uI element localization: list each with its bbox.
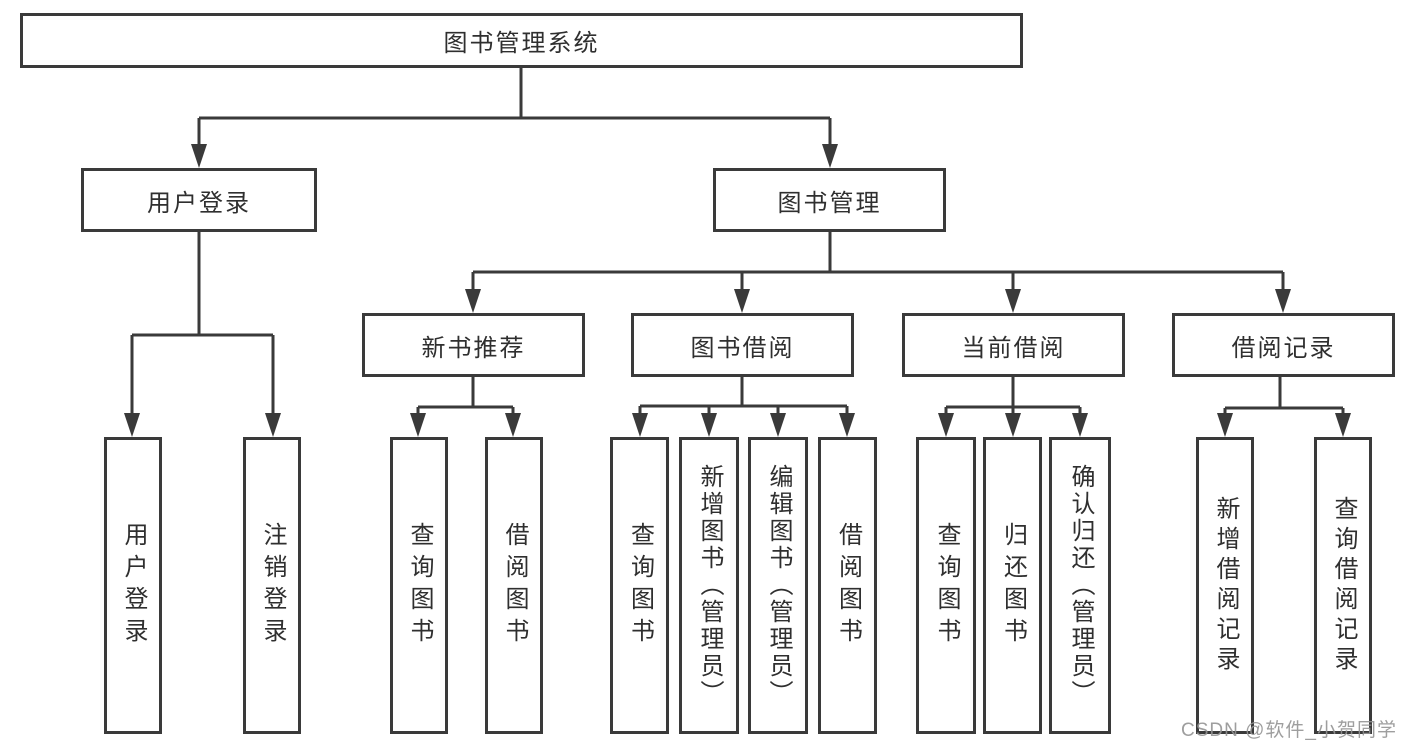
leaf-user-login: 用户登录 (104, 437, 162, 734)
connector-newbook-to-leaves (410, 377, 521, 437)
leaf-query-borrow-record: 查询借阅记录 (1314, 437, 1372, 734)
connector-root-to-level2 (191, 66, 838, 168)
leaf-confirm-return-admin: 确认归还（管理员） (1049, 437, 1111, 734)
watermark: CSDN @软件_小贺同学 (1181, 720, 1397, 741)
node-book-management: 图书管理 (713, 168, 946, 232)
connector-borrowrecord-to-leaves (1217, 377, 1351, 437)
node-borrow-records: 借阅记录 (1172, 313, 1395, 377)
node-current-borrow: 当前借阅 (902, 313, 1125, 377)
node-library-management-system: 图书管理系统 (20, 13, 1023, 68)
connector-currentborrow-to-leaves (938, 377, 1088, 437)
connector-bookmgmt-to-level3 (465, 232, 1291, 313)
leaf-add-borrow-record: 新增借阅记录 (1196, 437, 1254, 734)
leaf-borrow-book-recommend: 借阅图书 (485, 437, 543, 734)
leaf-return-book: 归还图书 (983, 437, 1042, 734)
leaf-query-book-borrow: 查询图书 (610, 437, 669, 734)
connector-bookborrow-to-leaves (632, 377, 855, 437)
node-book-borrow: 图书借阅 (631, 313, 854, 377)
leaf-query-book-recommend: 查询图书 (390, 437, 448, 734)
node-new-book-recommend: 新书推荐 (362, 313, 585, 377)
leaf-query-book-current: 查询图书 (916, 437, 976, 734)
leaf-edit-book-admin: 编辑图书（管理员） (748, 437, 808, 734)
leaf-add-book-admin: 新增图书（管理员） (679, 437, 739, 734)
leaf-borrow-book: 借阅图书 (818, 437, 877, 734)
node-user-login: 用户登录 (81, 168, 317, 232)
connector-userlogin-to-leaves (124, 232, 281, 437)
leaf-logout: 注销登录 (243, 437, 301, 734)
